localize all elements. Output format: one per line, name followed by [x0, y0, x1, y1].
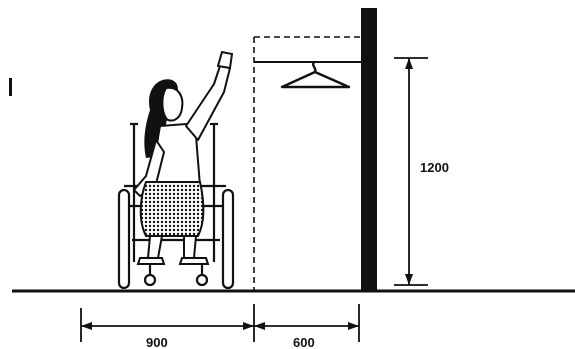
- edge-mark: [9, 78, 12, 96]
- figure-raised-arm: [185, 65, 231, 141]
- height-arrow-bottom: [405, 274, 413, 285]
- clearance-zone-dashed: [253, 36, 362, 291]
- width-arrow-right-start: [254, 322, 265, 330]
- height-dimension-label: 1200: [420, 160, 449, 175]
- clothes-hanger-icon: [280, 61, 351, 89]
- width-left-label: 900: [146, 335, 168, 349]
- wall-post: [361, 8, 377, 291]
- figure-legs: [136, 235, 210, 265]
- wheelchair-user-figure: [117, 50, 235, 290]
- figure-head: [161, 86, 184, 122]
- height-arrow-top: [405, 58, 413, 69]
- height-dimension: [394, 57, 428, 286]
- figure-skirt: [139, 181, 205, 237]
- figure-hand: [216, 50, 234, 70]
- width-dimension: [80, 304, 360, 342]
- wheelchair-icon: [117, 122, 235, 290]
- width-right-label: 600: [293, 335, 315, 349]
- width-arrow-left-end: [243, 322, 254, 330]
- width-arrow-right-end: [348, 322, 359, 330]
- width-arrow-left-start: [81, 322, 92, 330]
